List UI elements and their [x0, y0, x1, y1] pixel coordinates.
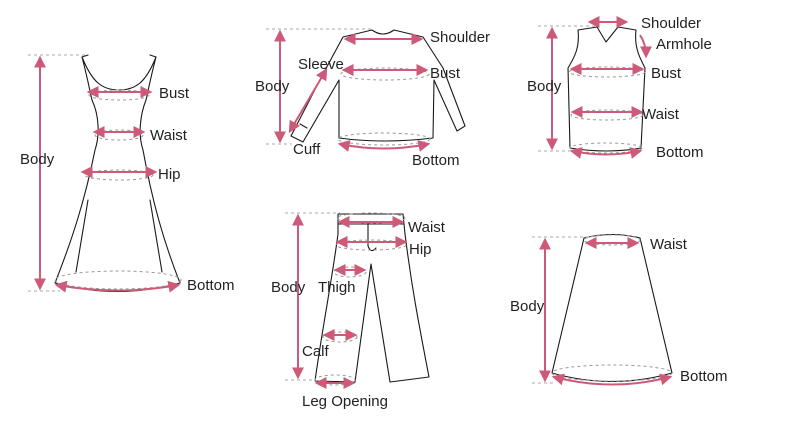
dress-waist-label: Waist [150, 127, 188, 144]
sleeveless-bottom-arrow [569, 147, 643, 159]
skirt-waist-ellipse [583, 234, 641, 246]
dress-body-label: Body [20, 151, 55, 168]
sleeveless-bust-label: Bust [651, 65, 682, 82]
skirt-figure: Waist Body Bottom [510, 233, 728, 386]
skirt-waist-label: Waist [650, 236, 688, 253]
top-shoulder-label: Shoulder [430, 29, 490, 46]
pants-waist-label: Waist [408, 219, 446, 236]
dress-hip-label: Hip [158, 166, 181, 183]
sleeveless-armhole-label: Armhole [656, 36, 712, 53]
top-bottom-arrow [337, 140, 431, 152]
pants-fly-line [367, 223, 377, 252]
pants-hip-label: Hip [409, 241, 432, 258]
pants-outline [314, 213, 430, 383]
dress-figure: Bust Waist Hip Body Bottom [20, 54, 235, 294]
dress-strap-lines [81, 54, 157, 58]
skirt-bottom-arrow [551, 373, 673, 386]
pants-figure: Waist Hip Body Thigh Calf Leg Opening [271, 212, 446, 410]
pants-thigh-ellipse [333, 266, 367, 278]
top-bust-label: Bust [430, 65, 461, 82]
dress-bottom-arrow [54, 280, 181, 293]
sleeveless-waist-label: Waist [642, 106, 680, 123]
sleeveless-body-label: Body [527, 78, 562, 95]
skirt-bottom-label: Bottom [680, 368, 728, 385]
dress-bottom-label: Bottom [187, 277, 235, 294]
dress-seam-right [149, 199, 163, 273]
pants-calf-ellipse [322, 331, 358, 343]
top-sleeve-label: Sleeve [298, 56, 344, 73]
long-sleeve-top-figure: Shoulder Sleeve Bust Body Cuff Bottom [255, 28, 490, 169]
dress-seam-left [75, 199, 89, 273]
pants-leg-opening-label: Leg Opening [302, 393, 388, 410]
sleeveless-outline [567, 26, 646, 152]
skirt-body-label: Body [510, 298, 545, 315]
sleeveless-shoulder-label: Shoulder [641, 15, 701, 32]
top-bottom-ellipse [337, 132, 431, 146]
top-bottom-label: Bottom [412, 152, 460, 169]
dress-bottom-ellipse [54, 270, 182, 290]
pants-calf-label: Calf [302, 343, 330, 360]
top-cuff-line [299, 123, 308, 129]
pants-waist-ellipse [336, 212, 406, 224]
sleeveless-bottom-label: Bottom [656, 144, 704, 161]
sleeveless-top-figure: Shoulder Armhole Bust Body Waist Bottom [527, 15, 712, 161]
top-sleeve-arrow [288, 67, 328, 134]
skirt-outline [551, 233, 673, 383]
top-bust-ellipse [340, 67, 430, 81]
dress-bust-label: Bust [159, 85, 190, 102]
top-body-label: Body [255, 78, 290, 95]
top-cuff-label: Cuff [293, 141, 321, 158]
pants-body-label: Body [271, 279, 306, 296]
sleeveless-armhole-arrow [639, 34, 652, 59]
skirt-bottom-ellipse [551, 364, 673, 382]
pants-thigh-label: Thigh [318, 279, 356, 296]
